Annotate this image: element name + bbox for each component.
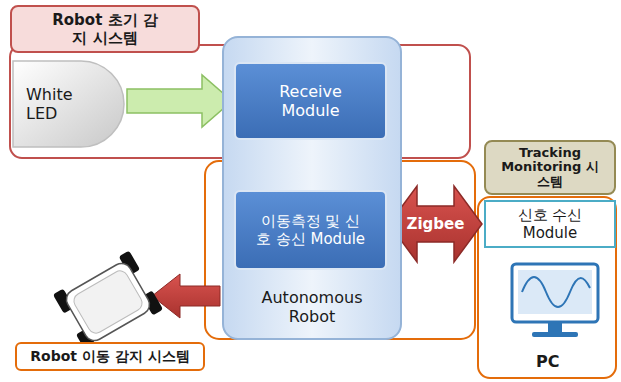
node-text: Tracking Monitoring 시스템 bbox=[500, 146, 600, 189]
system-label: Tracking Monitoring 시스템 bbox=[484, 140, 616, 195]
system-label: Robot 초기 감지 시스템 bbox=[10, 5, 200, 53]
node-text: Autonomous Robot bbox=[247, 288, 377, 326]
node-text: Robot 이동 감지 시스템 bbox=[30, 348, 189, 365]
system-label: Robot 이동 감지 시스템 bbox=[15, 342, 205, 371]
robot-icon bbox=[53, 251, 163, 354]
node-text: 이동측정 및 신호 송신 Module bbox=[256, 212, 366, 248]
robot-box: Autonomous Robot Receive Module 이동측정 및 신호 … bbox=[222, 36, 402, 340]
light-arrow bbox=[127, 75, 232, 127]
process-box: 이동측정 및 신호 송신 Module bbox=[234, 190, 387, 270]
led-body bbox=[13, 61, 124, 147]
led-shape: White LED bbox=[12, 60, 125, 148]
node-text: White LED bbox=[26, 85, 86, 123]
node-text: Robot 초기 감지 시스템 bbox=[45, 11, 165, 47]
move-arrow bbox=[152, 274, 220, 318]
pc-icon bbox=[512, 264, 598, 337]
node-text: Receive Module bbox=[266, 82, 356, 120]
process-box: Receive Module bbox=[234, 62, 387, 140]
module-box: 신호 수신 Module bbox=[484, 200, 616, 248]
zigbee-arrow bbox=[389, 186, 482, 262]
edge-label: Zigbee bbox=[407, 215, 465, 233]
node-text: 신호 수신 Module bbox=[500, 206, 600, 242]
monitoring-region bbox=[478, 197, 616, 378]
device-label: PC bbox=[536, 352, 559, 371]
